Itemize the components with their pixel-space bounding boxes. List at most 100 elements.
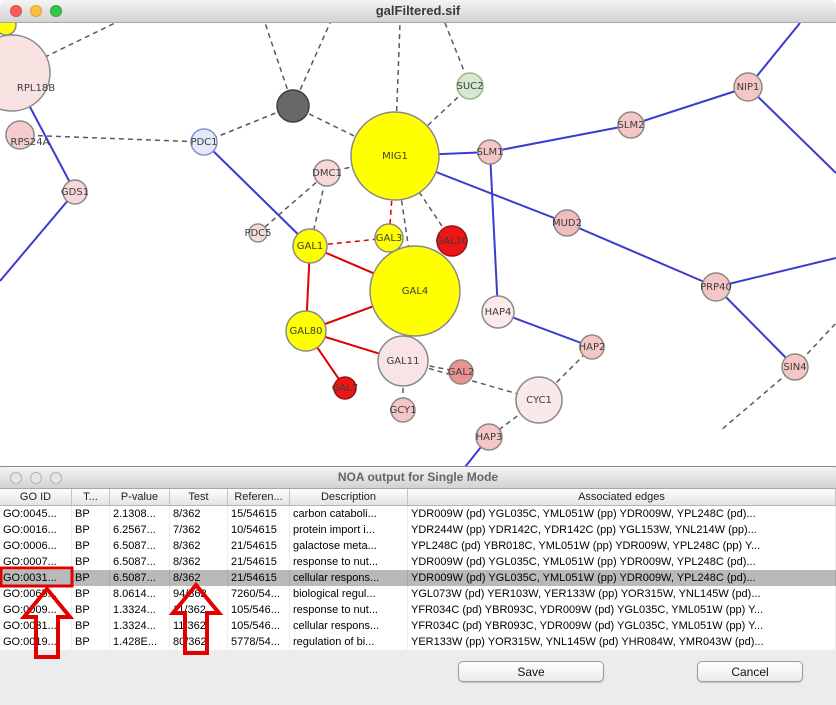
noa-window-title: NOA output for Single Mode xyxy=(338,467,498,488)
table-cell: GO:0009... xyxy=(0,602,72,618)
table-cell: BP xyxy=(72,522,110,538)
table-row[interactable]: GO:0007...BP6.5087...8/36221/54615respon… xyxy=(0,554,836,570)
network-canvas[interactable]: RPL18BRPS24AGDS1PDC1MIG1SUC2SLM1SLM2NIP1… xyxy=(0,23,836,467)
graph-edge[interactable] xyxy=(716,258,836,287)
table-cell: BP xyxy=(72,554,110,570)
table-cell: biological regul... xyxy=(290,586,408,602)
table-cell: 10/54615 xyxy=(228,522,290,538)
graph-node-yel-tl[interactable] xyxy=(0,23,16,35)
table-cell: GO:0065... xyxy=(0,586,72,602)
table-body: GO:0045...BP2.1308...8/36215/54615carbon… xyxy=(0,506,836,650)
graph-edge[interactable] xyxy=(631,87,748,125)
table-cell: 11/362 xyxy=(170,602,228,618)
table-cell: 15/54615 xyxy=(228,506,290,522)
table-cell: BP xyxy=(72,538,110,554)
table-cell: 1.428E... xyxy=(110,634,170,650)
zoom-button[interactable] xyxy=(50,472,62,484)
table-cell: YDR244W (pp) YDR142C, YDR142C (pp) YGL15… xyxy=(408,522,836,538)
table-row[interactable]: GO:0065...BP8.0614...94/3627260/54...bio… xyxy=(0,586,836,602)
graph-node-label: NIP1 xyxy=(737,82,760,93)
graph-edge[interactable] xyxy=(490,125,631,152)
table-cell: BP xyxy=(72,506,110,522)
table-cell: 21/54615 xyxy=(228,570,290,586)
graph-node-label: GAL10 xyxy=(436,236,469,247)
table-cell: 11/362 xyxy=(170,618,228,634)
table-cell: YFR034C (pd) YBR093C, YDR009W (pd) YGL03… xyxy=(408,618,836,634)
graph-window: galFiltered.sif RPL18BRPS24AGDS1PDC1MIG1… xyxy=(0,0,836,467)
table-cell: YDR009W (pd) YGL035C, YML051W (pp) YDR00… xyxy=(408,554,836,570)
table-row[interactable]: GO:0016...BP6.2567...7/36210/54615protei… xyxy=(0,522,836,538)
noa-window-titlebar[interactable]: NOA output for Single Mode xyxy=(0,467,836,489)
table-cell: YFR034C (pd) YBR093C, YDR009W (pd) YGL03… xyxy=(408,602,836,618)
graph-node-label: PDC1 xyxy=(190,137,217,148)
graph-node-label: MIG1 xyxy=(382,151,408,162)
graph-node-label: SLM2 xyxy=(618,120,645,131)
table-cell: YER133W (pp) YOR315W, YNL145W (pd) YHR08… xyxy=(408,634,836,650)
graph-edge[interactable] xyxy=(716,287,795,367)
zoom-button[interactable] xyxy=(50,5,62,17)
column-header-description[interactable]: Description xyxy=(290,489,408,505)
table-cell: response to nut... xyxy=(290,602,408,618)
table-cell: 1.3324... xyxy=(110,602,170,618)
table-cell: YDR009W (pd) YGL035C, YML051W (pp) YDR00… xyxy=(408,506,836,522)
table-row[interactable]: GO:0045...BP2.1308...8/36215/54615carbon… xyxy=(0,506,836,522)
graph-node-label: SUC2 xyxy=(456,81,483,92)
close-button[interactable] xyxy=(10,5,22,17)
table-cell: cellular respons... xyxy=(290,570,408,586)
table-row[interactable]: GO:0009...BP1.3324...11/362105/546...res… xyxy=(0,602,836,618)
graph-node-label: GAL4 xyxy=(402,286,429,297)
minimize-button[interactable] xyxy=(30,5,42,17)
table-cell: GO:0006... xyxy=(0,538,72,554)
table-cell: carbon cataboli... xyxy=(290,506,408,522)
table-cell: 21/54615 xyxy=(228,554,290,570)
table-cell: BP xyxy=(72,602,110,618)
table-cell: regulation of bi... xyxy=(290,634,408,650)
column-header-p-value[interactable]: P-value xyxy=(110,489,170,505)
graph-edge[interactable] xyxy=(748,87,836,173)
table-cell: cellular respons... xyxy=(290,618,408,634)
graph-window-title: galFiltered.sif xyxy=(376,0,461,22)
column-header-test[interactable]: Test xyxy=(170,489,228,505)
graph-node-label: PDC5 xyxy=(244,228,271,239)
table-cell: YDR009W (pd) YGL035C, YML051W (pp) YDR00… xyxy=(408,570,836,586)
minimize-button[interactable] xyxy=(30,472,42,484)
table-cell: 8/362 xyxy=(170,554,228,570)
table-row[interactable]: GO:0019...BP1.428E...80/3625778/54...reg… xyxy=(0,634,836,650)
graph-edge[interactable] xyxy=(490,152,498,312)
column-header-associated-edges[interactable]: Associated edges xyxy=(408,489,836,505)
graph-node-label: GAL11 xyxy=(387,356,420,367)
column-header-referen[interactable]: Referen... xyxy=(228,489,290,505)
table-cell: 6.2567... xyxy=(110,522,170,538)
graph-window-titlebar[interactable]: galFiltered.sif xyxy=(0,0,836,23)
cancel-button[interactable]: Cancel xyxy=(697,661,803,682)
window-controls xyxy=(10,5,62,17)
graph-node-dark[interactable] xyxy=(277,90,309,122)
column-header-go-id[interactable]: GO ID xyxy=(0,489,72,505)
table-row[interactable]: GO:0031...BP1.3324...11/362105/546...cel… xyxy=(0,618,836,634)
graph-edge[interactable] xyxy=(720,367,795,431)
table-cell: 5778/54... xyxy=(228,634,290,650)
graph-edge[interactable] xyxy=(567,223,716,287)
table-row[interactable]: GO:0031...BP6.5087...8/36221/54615cellul… xyxy=(0,570,836,586)
graph-node-label: GCY1 xyxy=(389,405,416,416)
table-cell: GO:0019... xyxy=(0,634,72,650)
graph-node-label: HAP4 xyxy=(485,307,512,318)
save-button[interactable]: Save xyxy=(458,661,604,682)
close-button[interactable] xyxy=(10,472,22,484)
table-cell: BP xyxy=(72,586,110,602)
graph-node-label: HAP2 xyxy=(579,342,606,353)
table-cell: GO:0016... xyxy=(0,522,72,538)
column-header-t[interactable]: T... xyxy=(72,489,110,505)
graph-node-label: SLM1 xyxy=(477,147,504,158)
table-cell: 2.1308... xyxy=(110,506,170,522)
noa-output-window: NOA output for Single Mode GO IDT...P-va… xyxy=(0,466,836,705)
table-cell: BP xyxy=(72,570,110,586)
table-cell: response to nut... xyxy=(290,554,408,570)
graph-node-rpl18b[interactable] xyxy=(0,35,50,111)
graph-node-label: MUD2 xyxy=(552,218,582,229)
graph-node-label: HAP3 xyxy=(476,432,503,443)
table-row[interactable]: GO:0006...BP6.5087...8/36221/54615galact… xyxy=(0,538,836,554)
graph-node-label: DMC1 xyxy=(312,168,342,179)
table-cell: galactose meta... xyxy=(290,538,408,554)
graph-edge[interactable] xyxy=(0,192,75,281)
